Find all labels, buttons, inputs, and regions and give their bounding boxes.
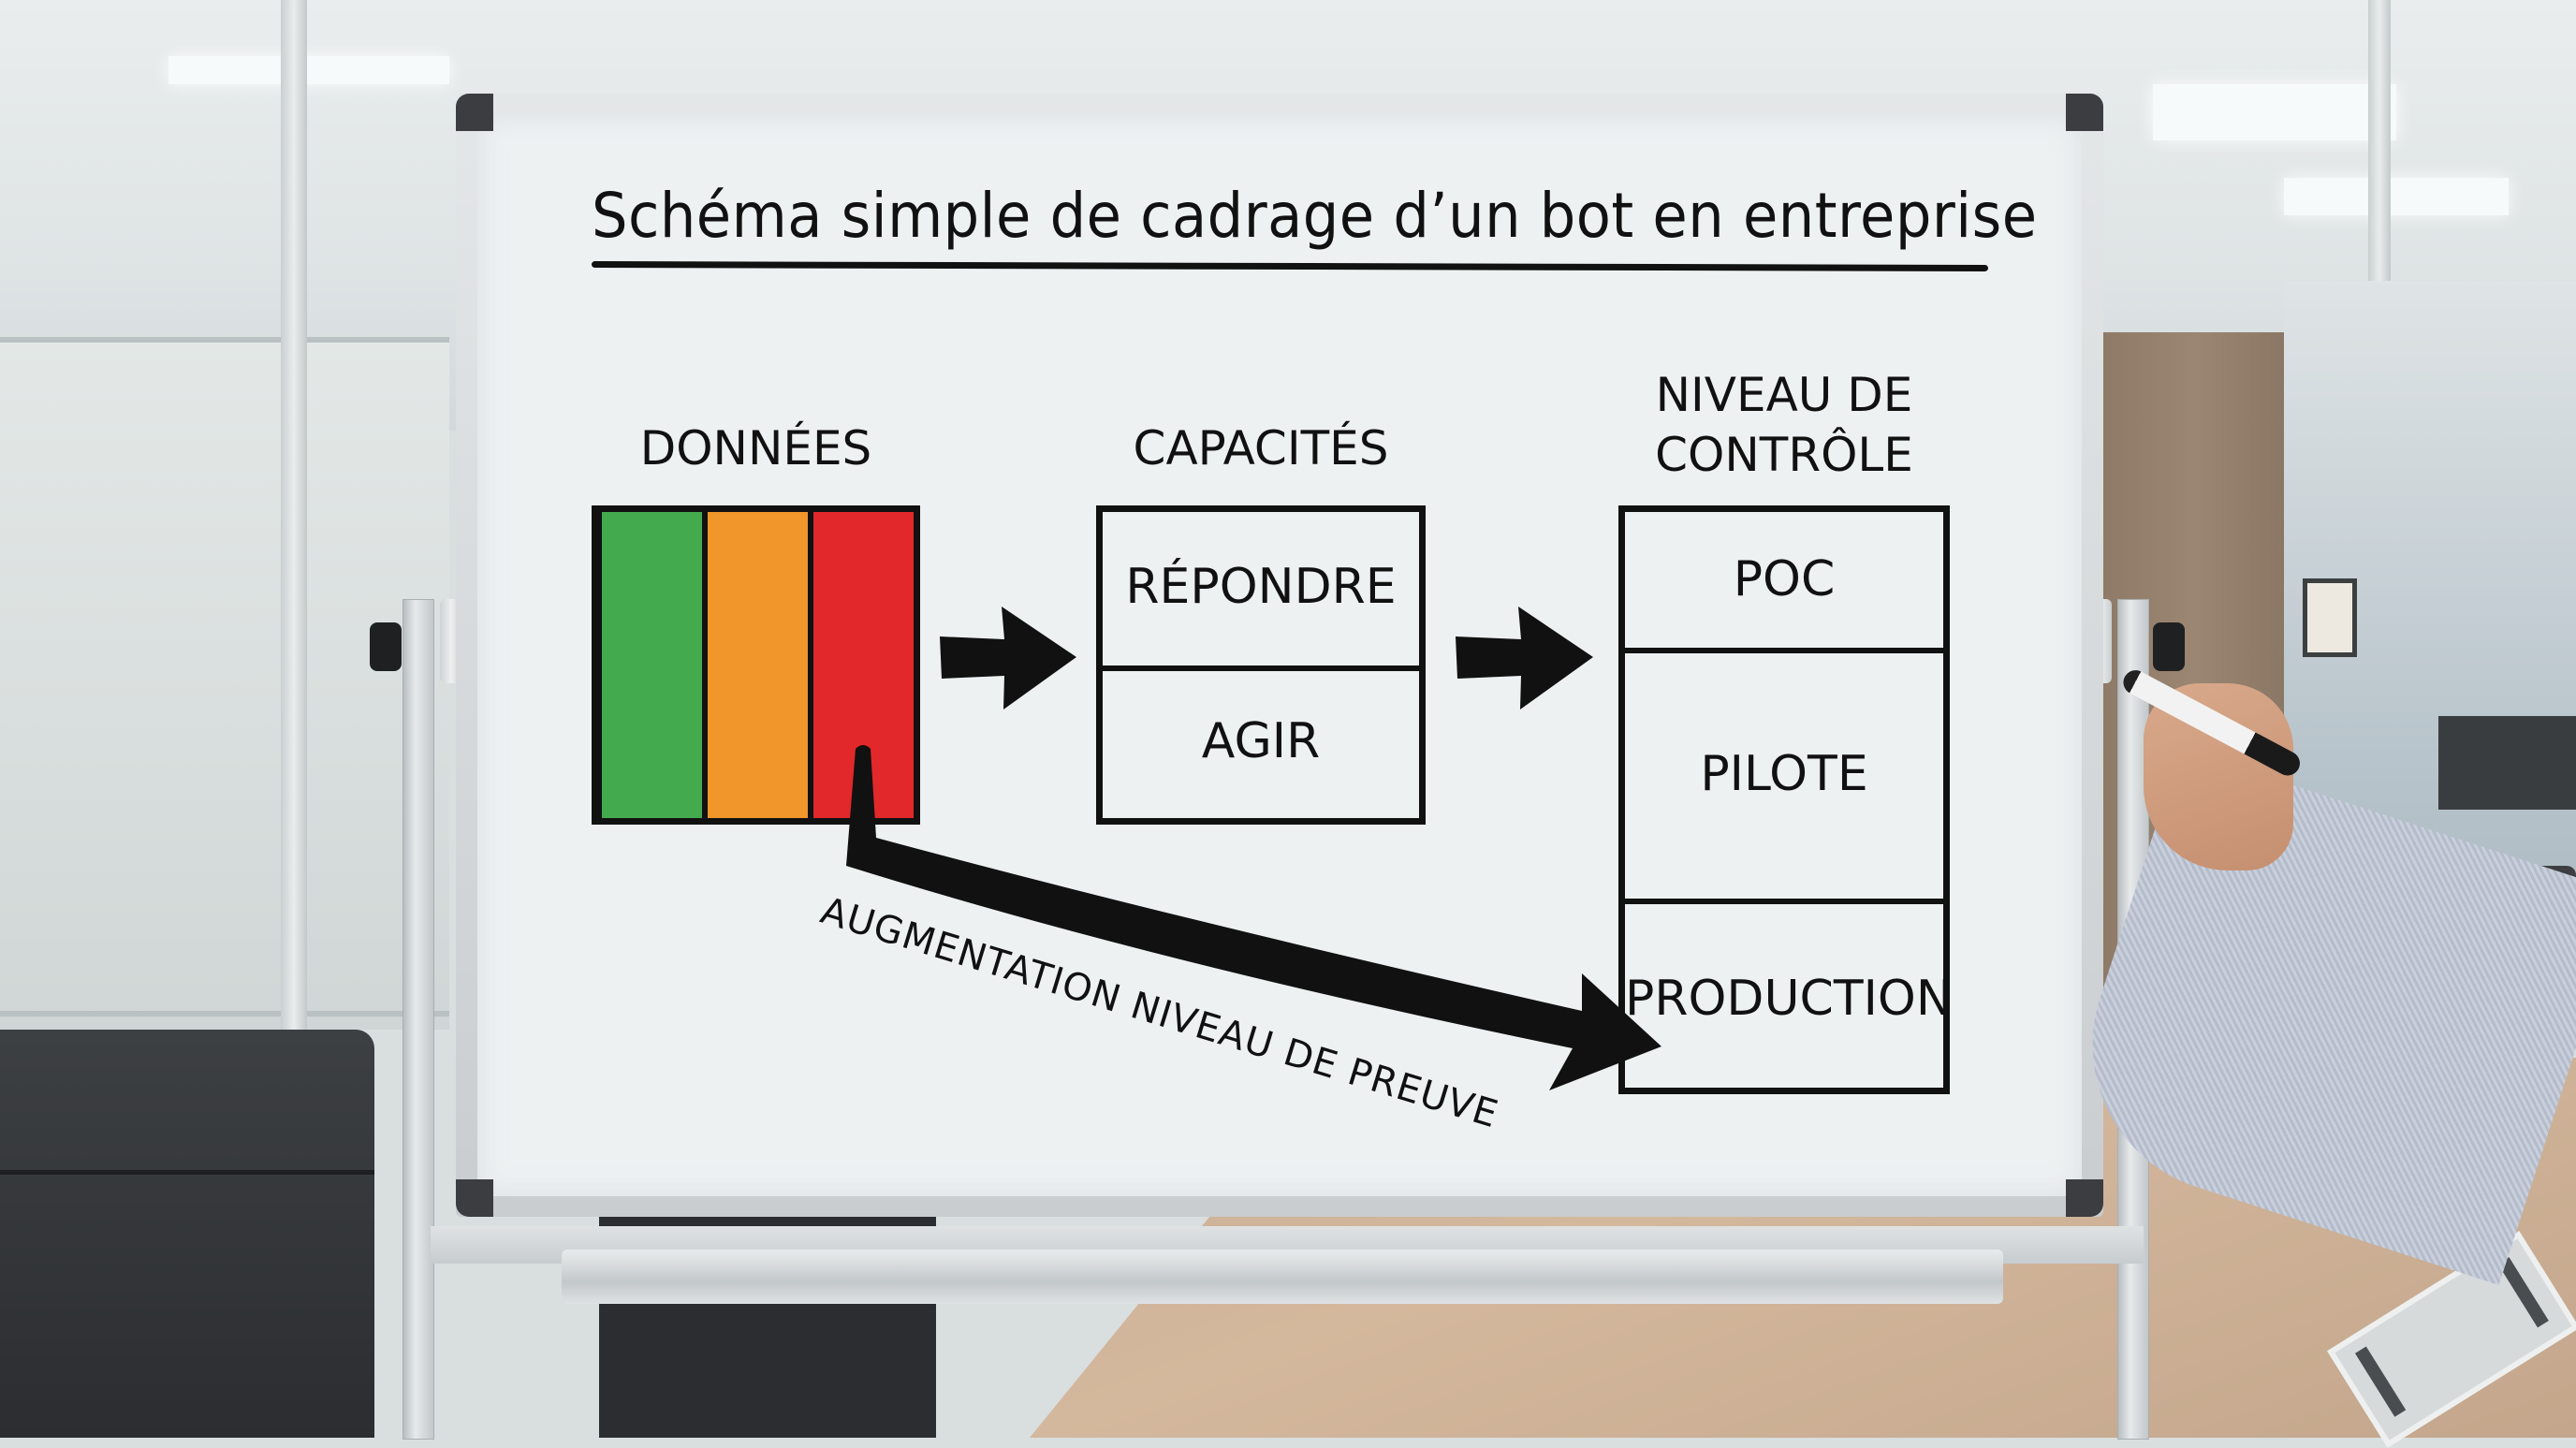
diagram-title: Schéma simple de cadrage d’un bot en ent… bbox=[592, 180, 2038, 252]
niveau-controle-label-line1: NIVEAU DE bbox=[1655, 368, 1913, 422]
frame-corner bbox=[456, 1179, 493, 1217]
cell-poc: POC bbox=[1733, 551, 1836, 607]
cell-divider bbox=[1625, 899, 1943, 904]
cell-divider bbox=[1103, 665, 1419, 671]
donnees-label: DONNÉES bbox=[639, 421, 872, 475]
glass-divider bbox=[0, 1011, 449, 1017]
frame-corner bbox=[2066, 94, 2103, 131]
stand-knob-left[interactable] bbox=[370, 622, 402, 671]
ceiling-light bbox=[168, 56, 449, 84]
monitor bbox=[2438, 716, 2576, 810]
cell-pilote: PILOTE bbox=[1700, 746, 1868, 802]
office-chair bbox=[0, 1030, 374, 1438]
cell-production: PRODUCTION bbox=[1625, 971, 1953, 1027]
cell-repondre: RÉPONDRE bbox=[1125, 559, 1397, 615]
ceiling-light bbox=[2153, 84, 2396, 140]
glass-divider bbox=[0, 337, 449, 343]
stripe-green bbox=[602, 512, 702, 818]
framed-picture bbox=[2303, 578, 2357, 657]
stand-knob-right[interactable] bbox=[2153, 622, 2185, 671]
cell-divider bbox=[1625, 648, 1943, 653]
cell-agir: AGIR bbox=[1201, 713, 1321, 769]
arrow-right-icon bbox=[940, 607, 1076, 709]
stripe-orange bbox=[708, 512, 808, 818]
capacites-box: RÉPONDRE AGIR bbox=[1096, 505, 1426, 825]
frame-corner bbox=[456, 94, 493, 131]
frosted-glass-wall bbox=[0, 337, 449, 1030]
niveau-controle-label: NIVEAU DE CONTRÔLE bbox=[1618, 365, 1950, 485]
arrow-right-icon bbox=[1456, 607, 1593, 709]
donnees-box bbox=[592, 505, 920, 825]
niveau-controle-label-line2: CONTRÔLE bbox=[1655, 428, 1913, 482]
frame-corner bbox=[2066, 1179, 2103, 1217]
marker-tray[interactable] bbox=[562, 1250, 2003, 1304]
stand-post-left bbox=[402, 599, 434, 1440]
ceiling-light bbox=[2284, 178, 2509, 215]
arrow-diagonal-icon bbox=[846, 745, 1661, 1090]
capacites-label: CAPACITÉS bbox=[1133, 421, 1389, 475]
niveau-controle-box: POC PILOTE PRODUCTION bbox=[1618, 505, 1953, 1094]
